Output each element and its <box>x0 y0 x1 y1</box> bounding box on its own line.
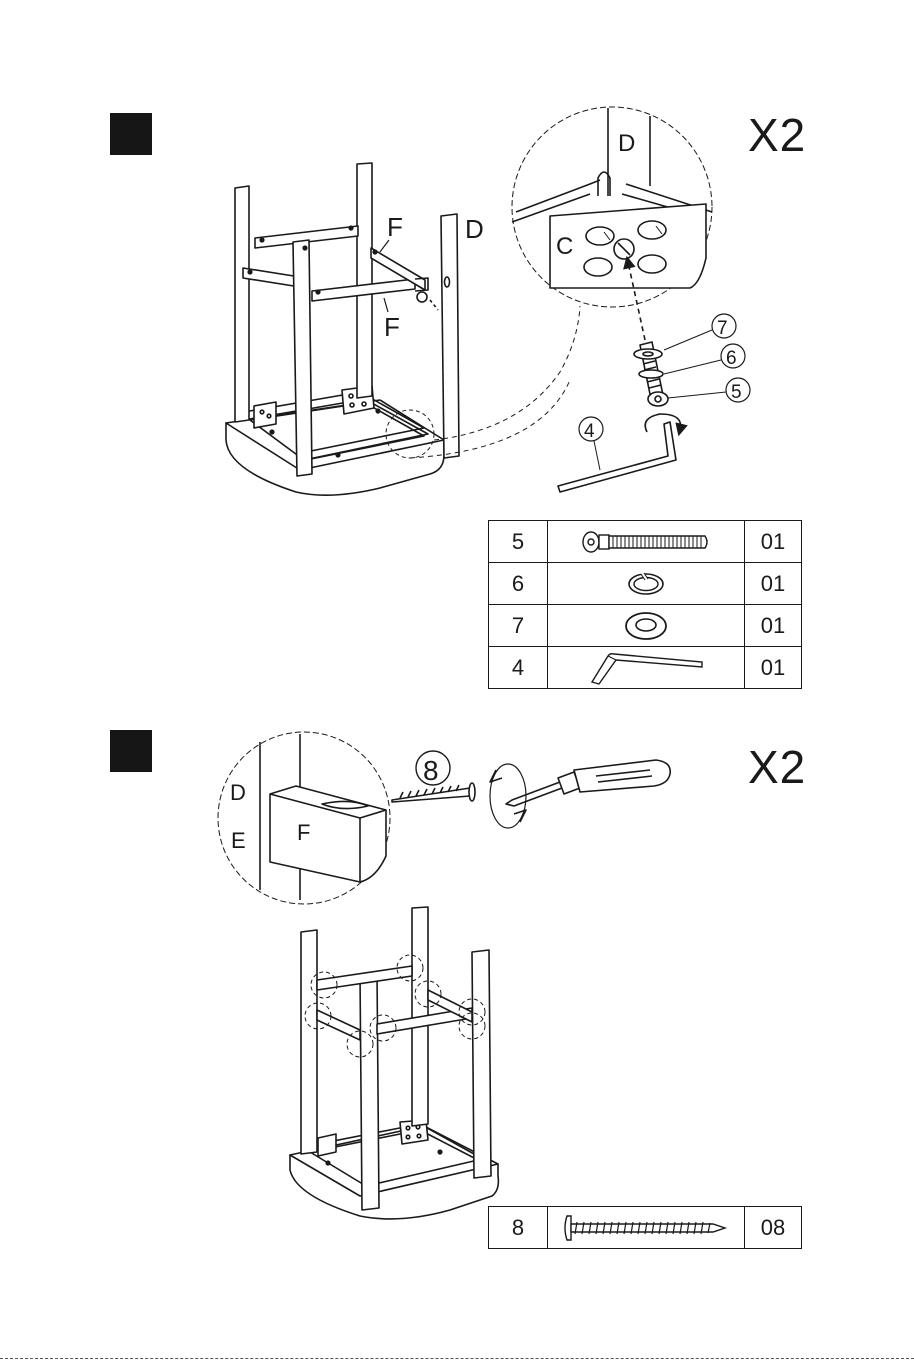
part-picture <box>548 521 745 563</box>
table-row: 6 01 <box>489 563 802 605</box>
callout-4: 4 <box>584 421 595 442</box>
allen-key-icon <box>586 650 706 686</box>
step-1-parts-table: 5 01 6 <box>488 520 802 689</box>
step-2-parts-table: 8 08 <box>488 1206 802 1249</box>
flat-washer-icon <box>622 610 670 642</box>
bolt-icon <box>581 530 711 554</box>
table-row: 4 01 <box>489 647 802 689</box>
wood-screw-icon <box>563 1214 729 1242</box>
label-d: D <box>465 214 484 244</box>
part-quantity: 01 <box>745 605 802 647</box>
label-f-top: F <box>387 212 403 242</box>
bolt-stack <box>634 342 681 432</box>
step-2-detail-view <box>218 732 390 904</box>
part-number: 4 <box>489 647 548 689</box>
part-picture <box>548 605 745 647</box>
part-quantity: 01 <box>745 563 802 605</box>
table-row: 8 08 <box>489 1207 802 1249</box>
table-row: 5 01 <box>489 521 802 563</box>
callout-7: 7 <box>717 318 728 339</box>
screwdriver-drawing <box>490 760 670 828</box>
split-washer-icon <box>624 570 668 598</box>
part-number: 6 <box>489 563 548 605</box>
allen-key-drawing <box>558 422 676 492</box>
detail-label-d: D <box>618 130 635 157</box>
part-picture <box>548 1207 745 1249</box>
detail-label-e-step2: E <box>231 828 246 853</box>
callout-6: 6 <box>726 348 737 369</box>
detail-label-d-step2: D <box>230 780 246 805</box>
part-number: 8 <box>489 1207 548 1249</box>
part-picture <box>548 647 745 689</box>
part-quantity: 08 <box>745 1207 802 1249</box>
part-quantity: 01 <box>745 521 802 563</box>
page-bottom-rule <box>0 1358 914 1360</box>
part-number: 5 <box>489 521 548 563</box>
step-1-stool-frame <box>226 163 580 495</box>
label-f-bottom: F <box>384 312 400 342</box>
step-2-stool-frame <box>290 907 498 1219</box>
detail-label-f-step2: F <box>297 820 310 845</box>
step-1-detail-view <box>512 107 712 307</box>
table-row: 7 01 <box>489 605 802 647</box>
callout-5: 5 <box>731 382 742 403</box>
part-number: 7 <box>489 605 548 647</box>
part-picture <box>548 563 745 605</box>
callout-8: 8 <box>423 755 439 786</box>
detail-label-c: C <box>556 233 573 260</box>
part-quantity: 01 <box>745 647 802 689</box>
